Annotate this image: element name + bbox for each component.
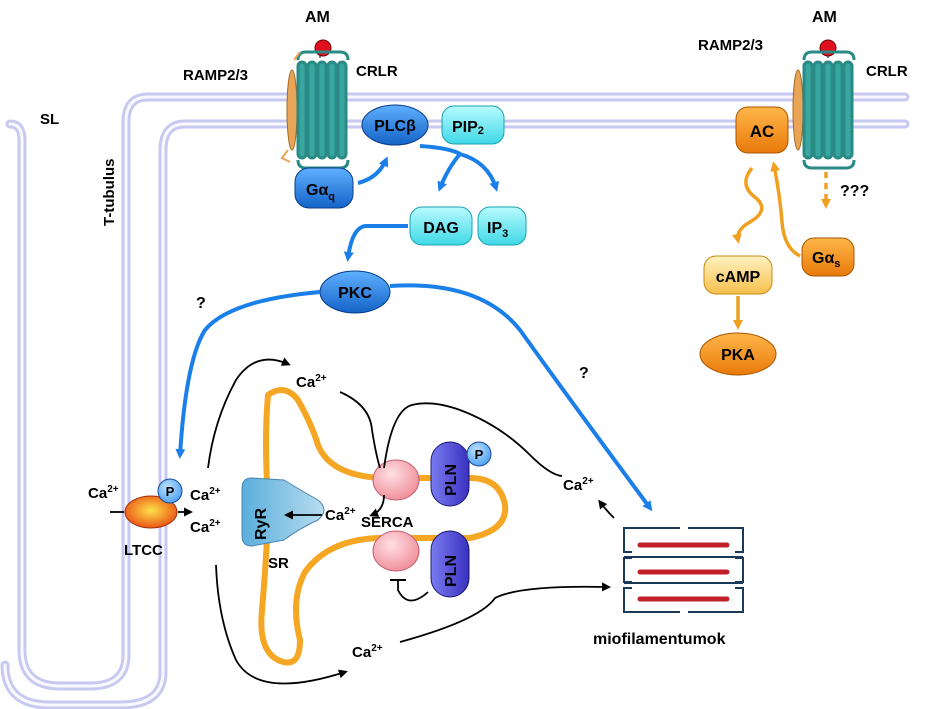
sarcolemma-membrane <box>0 92 910 709</box>
serca-pump-bottom <box>372 530 420 572</box>
dag-label: DAG <box>423 220 459 237</box>
phosphate-ltcc-label: P <box>166 484 175 499</box>
crlr-label-left: CRLR <box>356 63 398 80</box>
ca-upper-left: Ca2+ <box>190 486 221 504</box>
am-ligand-icon <box>314 39 332 57</box>
ramp-icon <box>792 69 804 151</box>
gas-subscript: s <box>834 258 840 270</box>
sr-outline <box>258 387 509 666</box>
camp-node: cAMP <box>703 255 773 295</box>
ca-lower-left: Ca2+ <box>190 518 221 536</box>
ac-node: AC <box>735 106 789 154</box>
gaq-node: Gαq <box>294 167 354 209</box>
ac-label: AC <box>750 122 775 141</box>
ltcc-channel <box>110 495 193 529</box>
ip3-subscript: 3 <box>502 228 508 240</box>
svg-text:PIP2: PIP2 <box>452 119 484 137</box>
dag-node: DAG <box>409 206 473 246</box>
ryr-channel: RyR <box>241 477 325 547</box>
phosphate-pln: P <box>466 441 492 467</box>
ip3-node: IP3 <box>477 206 527 246</box>
phosphate-ltcc: P <box>157 478 183 504</box>
ramp-label-left: RAMP2/3 <box>183 67 248 84</box>
ca-serca: Ca2+ <box>325 506 356 524</box>
pka-label: PKA <box>721 347 755 364</box>
pip2-label: PIP <box>452 119 478 136</box>
ca-extracellular: Ca2+ <box>88 484 119 502</box>
phosphate-pln-label: P <box>475 447 484 462</box>
ca-right: Ca2+ <box>563 476 594 494</box>
serca-label: SERCA <box>361 514 414 531</box>
svg-text:IP3: IP3 <box>487 220 508 240</box>
ip3-label: IP <box>487 220 502 237</box>
pkc-label: PKC <box>338 285 372 302</box>
sr-label: SR <box>268 555 289 572</box>
pln-top-label: PLN <box>443 464 460 496</box>
receptor-left: AM RAMP2/3 CRLR <box>183 9 398 170</box>
receptor-icon <box>296 50 350 170</box>
gas-node: Gαs <box>801 237 855 277</box>
gaq-subscript: q <box>328 191 335 203</box>
ca-bottom: Ca2+ <box>352 643 383 661</box>
pln-bottom: PLN <box>430 530 470 598</box>
receptor-icon <box>802 50 856 170</box>
qqq-label: ??? <box>840 183 869 200</box>
pka-node: PKA <box>699 332 777 376</box>
plcb-node: PLCβ <box>361 104 429 146</box>
pln-bottom-label: PLN <box>443 555 460 587</box>
ca-top: Ca2+ <box>296 373 327 391</box>
am-label-left: AM <box>305 9 330 26</box>
svg-text:Gαq: Gαq <box>306 182 335 203</box>
question-right: ? <box>579 365 589 382</box>
ltcc-label: LTCC <box>124 542 163 559</box>
gas-label: Gα <box>812 250 834 267</box>
myofilament-icon <box>623 527 744 613</box>
question-left: ? <box>196 295 206 312</box>
pln-top: PLN <box>430 441 470 507</box>
t-tubulus-label: T-tubulus <box>101 159 118 227</box>
camp-label: cAMP <box>716 269 761 286</box>
crlr-label-right: CRLR <box>866 63 908 80</box>
am-label-right: AM <box>812 9 837 26</box>
ramp-label-right: RAMP2/3 <box>698 37 763 54</box>
pip2-node: PIP2 <box>441 105 505 145</box>
ryr-label: RyR <box>253 508 270 540</box>
serca-pump-top <box>372 459 420 501</box>
gaq-label: Gα <box>306 182 328 199</box>
miofilament-label: miofilamentumok <box>593 631 726 648</box>
plcb-label: PLCβ <box>374 118 416 135</box>
ramp-icon <box>286 69 298 151</box>
am-ligand-icon <box>819 39 837 57</box>
receptor-right: AM RAMP2/3 CRLR <box>698 9 908 170</box>
svg-text:Gαs: Gαs <box>812 250 840 270</box>
sl-label: SL <box>40 111 59 128</box>
pip2-subscript: 2 <box>478 125 484 137</box>
pkc-node: PKC <box>319 270 391 314</box>
